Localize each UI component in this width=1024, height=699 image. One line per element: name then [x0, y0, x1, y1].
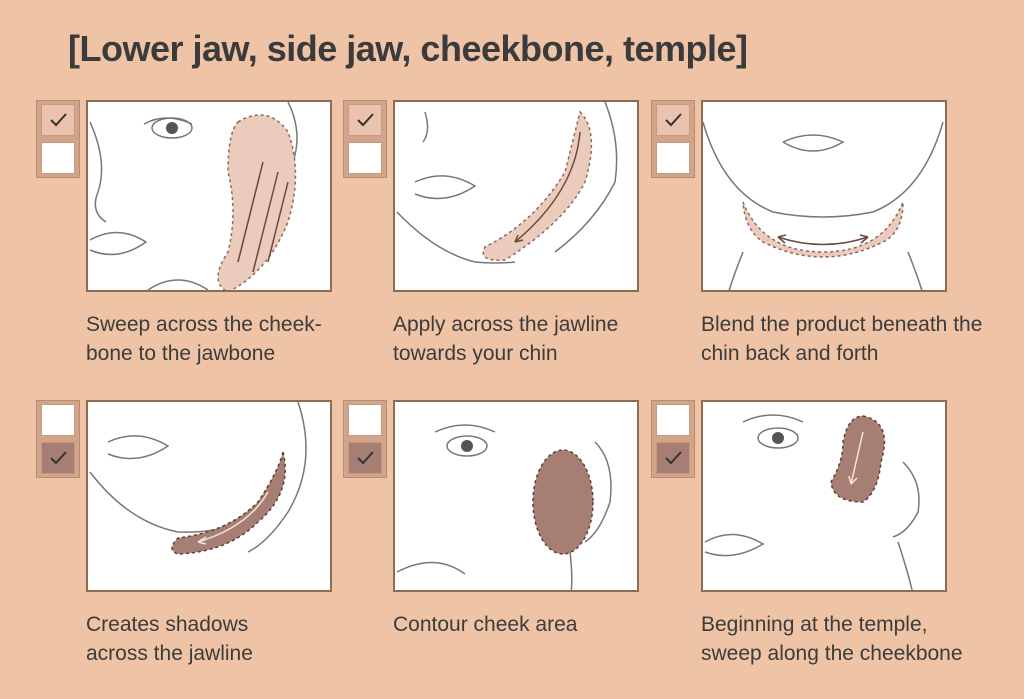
face-side-cheekbone-sweep-icon: [86, 100, 332, 292]
light-product-checkbox[interactable]: [348, 404, 382, 436]
step-caption: Contour cheek area: [393, 610, 663, 639]
dark-product-checkbox[interactable]: [348, 442, 382, 474]
caption-line: Blend the product beneath the: [701, 313, 983, 336]
step-panel-5: Contour cheek area: [343, 400, 651, 670]
check-icon: [665, 113, 682, 127]
dark-product-checkbox[interactable]: [656, 142, 690, 174]
caption-line: Creates shadows: [86, 613, 249, 636]
product-swatch: [651, 100, 695, 178]
product-swatch: [343, 100, 387, 178]
check-icon: [357, 113, 374, 127]
step-panel-4: Creates shadows across the jawline: [36, 400, 344, 670]
light-product-checkbox[interactable]: [348, 104, 382, 136]
product-swatch: [651, 400, 695, 478]
caption-line: Beginning at the temple,: [701, 613, 928, 636]
light-product-checkbox[interactable]: [41, 404, 75, 436]
check-icon: [50, 113, 67, 127]
caption-line: chin back and forth: [701, 342, 879, 365]
caption-line: Sweep across the cheek-: [86, 313, 322, 336]
light-product-checkbox[interactable]: [656, 104, 690, 136]
step-caption: Sweep across the cheek- bone to the jawb…: [86, 310, 356, 368]
step-caption: Creates shadows across the jawline: [86, 610, 356, 668]
step-panel-2: Apply across the jawline towards your ch…: [343, 100, 651, 370]
dark-product-checkbox[interactable]: [656, 442, 690, 474]
temple-cheekbone-icon: [701, 400, 947, 592]
jawline-to-chin-icon: [393, 100, 639, 292]
caption-line: Apply across the jawline: [393, 313, 619, 336]
dark-product-checkbox[interactable]: [41, 442, 75, 474]
caption-line: across the jawline: [86, 642, 253, 665]
product-swatch: [36, 400, 80, 478]
dark-product-checkbox[interactable]: [41, 142, 75, 174]
cheek-contour-icon: [393, 400, 639, 592]
dark-product-checkbox[interactable]: [348, 142, 382, 174]
caption-line: Contour cheek area: [393, 613, 578, 636]
page-title: [Lower jaw, side jaw, cheekbone, temple]: [68, 28, 748, 69]
step-caption: Beginning at the temple, sweep along the…: [701, 610, 971, 668]
product-swatch: [343, 400, 387, 478]
step-caption: Blend the product beneath the chin back …: [701, 310, 983, 368]
check-icon: [357, 451, 374, 465]
light-product-checkbox[interactable]: [656, 404, 690, 436]
caption-line: sweep along the cheekbone: [701, 642, 963, 665]
check-icon: [50, 451, 67, 465]
step-panel-6: Beginning at the temple, sweep along the…: [651, 400, 963, 670]
step-caption: Apply across the jawline towards your ch…: [393, 310, 663, 368]
check-icon: [665, 451, 682, 465]
jawline-shadow-icon: [86, 400, 332, 592]
under-chin-blend-icon: [701, 100, 947, 292]
caption-line: towards your chin: [393, 342, 558, 365]
product-swatch: [36, 100, 80, 178]
step-panel-1: Sweep across the cheek- bone to the jawb…: [36, 100, 344, 370]
step-panel-3: Blend the product beneath the chin back …: [651, 100, 982, 370]
light-product-checkbox[interactable]: [41, 104, 75, 136]
caption-line: bone to the jawbone: [86, 342, 276, 365]
